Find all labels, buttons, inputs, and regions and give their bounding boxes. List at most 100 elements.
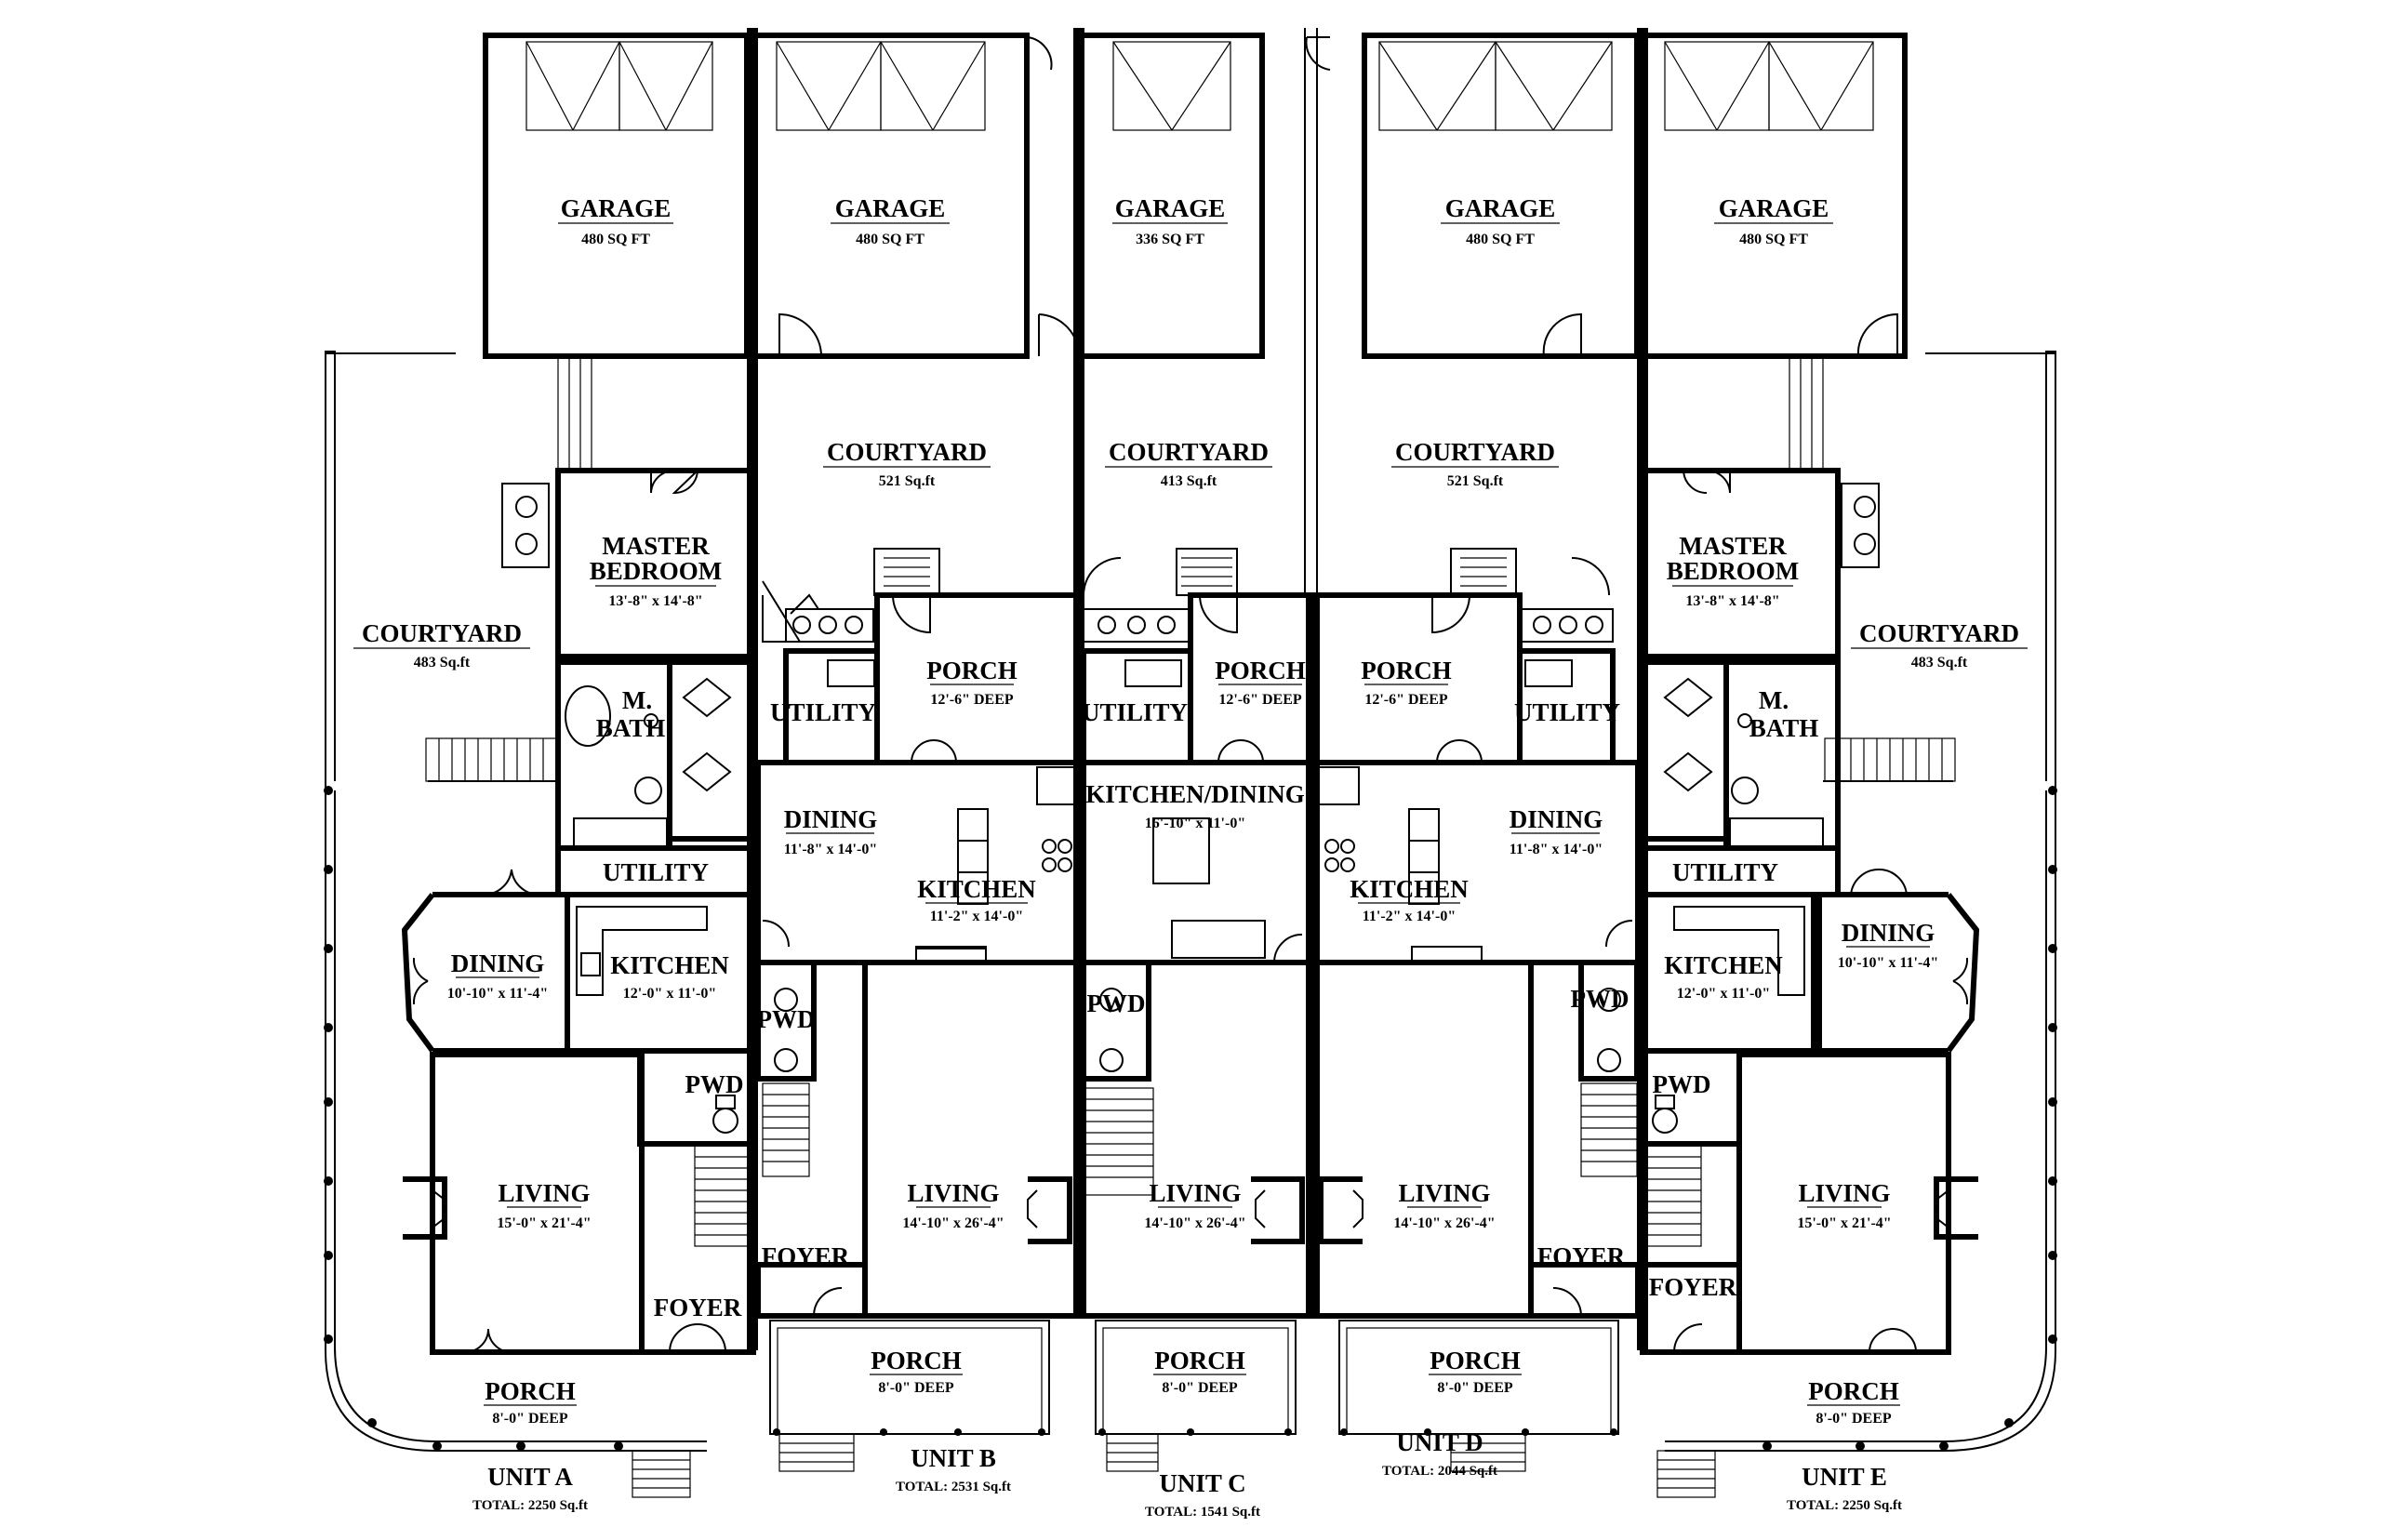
unit-d-dining-label: DINING bbox=[1510, 805, 1603, 833]
courtyard-c-area: 413 Sq.ft bbox=[1161, 473, 1217, 489]
unit-a-master-label-1: MASTER bbox=[602, 532, 710, 560]
unit-d-dining-dim: 11'-8" x 14'-0" bbox=[1510, 842, 1603, 857]
unit-d-pwd-label: PWD bbox=[1571, 985, 1629, 1013]
unit-a-foyer-label: FOYER bbox=[654, 1294, 742, 1321]
unit-b-dining-label: DINING bbox=[784, 805, 878, 833]
unit-b-porch-columns bbox=[773, 1428, 1045, 1436]
unit-e-dining-label: DINING bbox=[1842, 919, 1935, 947]
unit-a-dining-dim: 10'-10" x 11'-4" bbox=[447, 986, 548, 1002]
unit-c-porch-rear-label: PORCH bbox=[1215, 657, 1306, 684]
unit-d-porch-rear-dim: 12'-6" DEEP bbox=[1364, 692, 1448, 708]
unit-e-kitchen-dim: 12'-0" x 11'-0" bbox=[1677, 986, 1770, 1002]
unit-d-title: UNIT D bbox=[1396, 1428, 1483, 1456]
garage-3-label: GARAGE bbox=[1115, 194, 1226, 222]
unit-c-utility-label: UTILITY bbox=[1082, 698, 1188, 726]
garage-2-label: GARAGE bbox=[835, 194, 946, 222]
unit-b-utility-label: UTILITY bbox=[770, 698, 876, 726]
unit-e-dining-dim: 10'-10" x 11'-4" bbox=[1838, 955, 1938, 971]
party-walls bbox=[747, 28, 1648, 1350]
unit-c-living-label: LIVING bbox=[1149, 1179, 1241, 1207]
unit-a-utility-label: UTILITY bbox=[603, 858, 709, 886]
unit-e-porch-dim: 8'-0" DEEP bbox=[1816, 1411, 1892, 1427]
unit-b-dining-dim: 11'-8" x 14'-0" bbox=[784, 842, 877, 857]
unit-b-living-dim: 14'-10" x 26'-4" bbox=[902, 1215, 1004, 1231]
courtyard-a-area: 483 Sq.ft bbox=[414, 655, 471, 670]
unit-e-master-dim: 13'-8" x 14'-8" bbox=[1685, 593, 1779, 609]
unit-c-living-dim: 14'-10" x 26'-4" bbox=[1144, 1215, 1245, 1231]
unit-a-porch-dim: 8'-0" DEEP bbox=[492, 1411, 568, 1427]
unit-c-title: UNIT C bbox=[1159, 1469, 1245, 1497]
unit-a-pwd-label: PWD bbox=[685, 1070, 744, 1098]
unit-e-porch-label: PORCH bbox=[1808, 1377, 1899, 1405]
unit-e-porch-columns bbox=[1762, 786, 2057, 1451]
unit-c-pwd-label: PWD bbox=[1087, 989, 1146, 1017]
unit-b-porch-rear-label: PORCH bbox=[926, 657, 1018, 684]
unit-e-total: TOTAL: 2250 Sq.ft bbox=[1787, 1498, 1902, 1513]
unit-c-total: TOTAL: 1541 Sq.ft bbox=[1145, 1505, 1260, 1520]
unit-c-porch-dim: 8'-0" DEEP bbox=[1162, 1380, 1238, 1396]
unit-b-porch-dim: 8'-0" DEEP bbox=[878, 1380, 954, 1396]
unit-a-living-label: LIVING bbox=[498, 1179, 590, 1207]
unit-e-pwd-label: PWD bbox=[1653, 1070, 1711, 1098]
unit-c-kitchen-dining-dim: 16'-10" x 11'-0" bbox=[1145, 816, 1245, 831]
courtyard-b-area: 521 Sq.ft bbox=[879, 473, 936, 489]
unit-b-foyer-label: FOYER bbox=[762, 1242, 850, 1270]
unit-a-kitchen-dim: 12'-0" x 11'-0" bbox=[623, 986, 716, 1002]
courtyard-e-label: COURTYARD bbox=[1859, 619, 2019, 647]
unit-b-kitchen-label: KITCHEN bbox=[917, 875, 1036, 903]
garage-2-area: 480 SQ FT bbox=[856, 232, 924, 247]
unit-e-kitchen-label: KITCHEN bbox=[1664, 951, 1783, 979]
garage-5-label: GARAGE bbox=[1719, 194, 1829, 222]
unit-d-walls bbox=[1314, 548, 1641, 1472]
garage-3-area: 336 SQ FT bbox=[1136, 232, 1204, 247]
garage-4-label: GARAGE bbox=[1445, 194, 1556, 222]
unit-e-mbath-label-2: BATH bbox=[1749, 714, 1819, 742]
unit-a-walls bbox=[325, 351, 756, 1498]
unit-b-porch-rear-dim: 12'-6" DEEP bbox=[930, 692, 1014, 708]
unit-a-living-dim: 15'-0" x 21'-4" bbox=[497, 1215, 591, 1231]
unit-e-title: UNIT E bbox=[1802, 1463, 1887, 1491]
unit-b-total: TOTAL: 2531 Sq.ft bbox=[896, 1480, 1011, 1494]
unit-d-porch-columns bbox=[1340, 1428, 1617, 1436]
garage-1-area: 480 SQ FT bbox=[581, 232, 650, 247]
unit-d-porch-label: PORCH bbox=[1430, 1347, 1521, 1374]
unit-d-kitchen-label: KITCHEN bbox=[1350, 875, 1469, 903]
unit-d-porch-dim: 8'-0" DEEP bbox=[1437, 1380, 1513, 1396]
unit-b-living-label: LIVING bbox=[907, 1179, 999, 1207]
unit-b-porch-label: PORCH bbox=[871, 1347, 962, 1374]
unit-e-mbath-label-1: M. bbox=[1759, 686, 1789, 714]
unit-d-total: TOTAL: 2044 Sq.ft bbox=[1382, 1464, 1497, 1479]
courtyard-d-area: 521 Sq.ft bbox=[1447, 473, 1504, 489]
unit-b-walls bbox=[755, 548, 1083, 1472]
unit-e-living-dim: 15'-0" x 21'-4" bbox=[1797, 1215, 1891, 1231]
unit-d-porch-rear-label: PORCH bbox=[1361, 657, 1452, 684]
unit-a-kitchen-label: KITCHEN bbox=[610, 951, 729, 979]
label-underlines bbox=[353, 222, 2028, 1406]
unit-a-dining-label: DINING bbox=[451, 949, 545, 977]
garage-4-area: 480 SQ FT bbox=[1466, 232, 1535, 247]
unit-b-pwd-label: PWD bbox=[757, 1005, 816, 1033]
unit-e-walls bbox=[1640, 351, 2056, 1498]
courtyard-a-label: COURTYARD bbox=[362, 619, 522, 647]
courtyard-e-area: 483 Sq.ft bbox=[1911, 655, 1968, 670]
unit-a-mbath-label-2: BATH bbox=[596, 714, 666, 742]
unit-d-utility-label: UTILITY bbox=[1514, 698, 1620, 726]
unit-a-master-label-2: BEDROOM bbox=[590, 557, 723, 585]
courtyard-c-label: COURTYARD bbox=[1109, 438, 1269, 466]
unit-e-master-label-1: MASTER bbox=[1679, 532, 1787, 560]
unit-c-porch-label: PORCH bbox=[1154, 1347, 1245, 1374]
unit-a-master-dim: 13'-8" x 14'-8" bbox=[608, 593, 702, 609]
unit-e-utility-label: UTILITY bbox=[1672, 858, 1778, 886]
unit-b-title: UNIT B bbox=[911, 1444, 996, 1472]
unit-e-foyer-label: FOYER bbox=[1649, 1273, 1737, 1301]
unit-c-walls bbox=[1081, 548, 1314, 1472]
unit-d-living-dim: 14'-10" x 26'-4" bbox=[1393, 1215, 1495, 1231]
unit-d-kitchen-dim: 11'-2" x 14'-0" bbox=[1363, 909, 1456, 924]
unit-d-foyer-label: FOYER bbox=[1537, 1242, 1626, 1270]
unit-a-mbath-label-1: M. bbox=[622, 686, 652, 714]
unit-a-total: TOTAL: 2250 Sq.ft bbox=[472, 1498, 588, 1513]
unit-e-master-label-2: BEDROOM bbox=[1667, 557, 1800, 585]
unit-c-porch-rear-dim: 12'-6" DEEP bbox=[1218, 692, 1302, 708]
unit-d-living-label: LIVING bbox=[1398, 1179, 1490, 1207]
